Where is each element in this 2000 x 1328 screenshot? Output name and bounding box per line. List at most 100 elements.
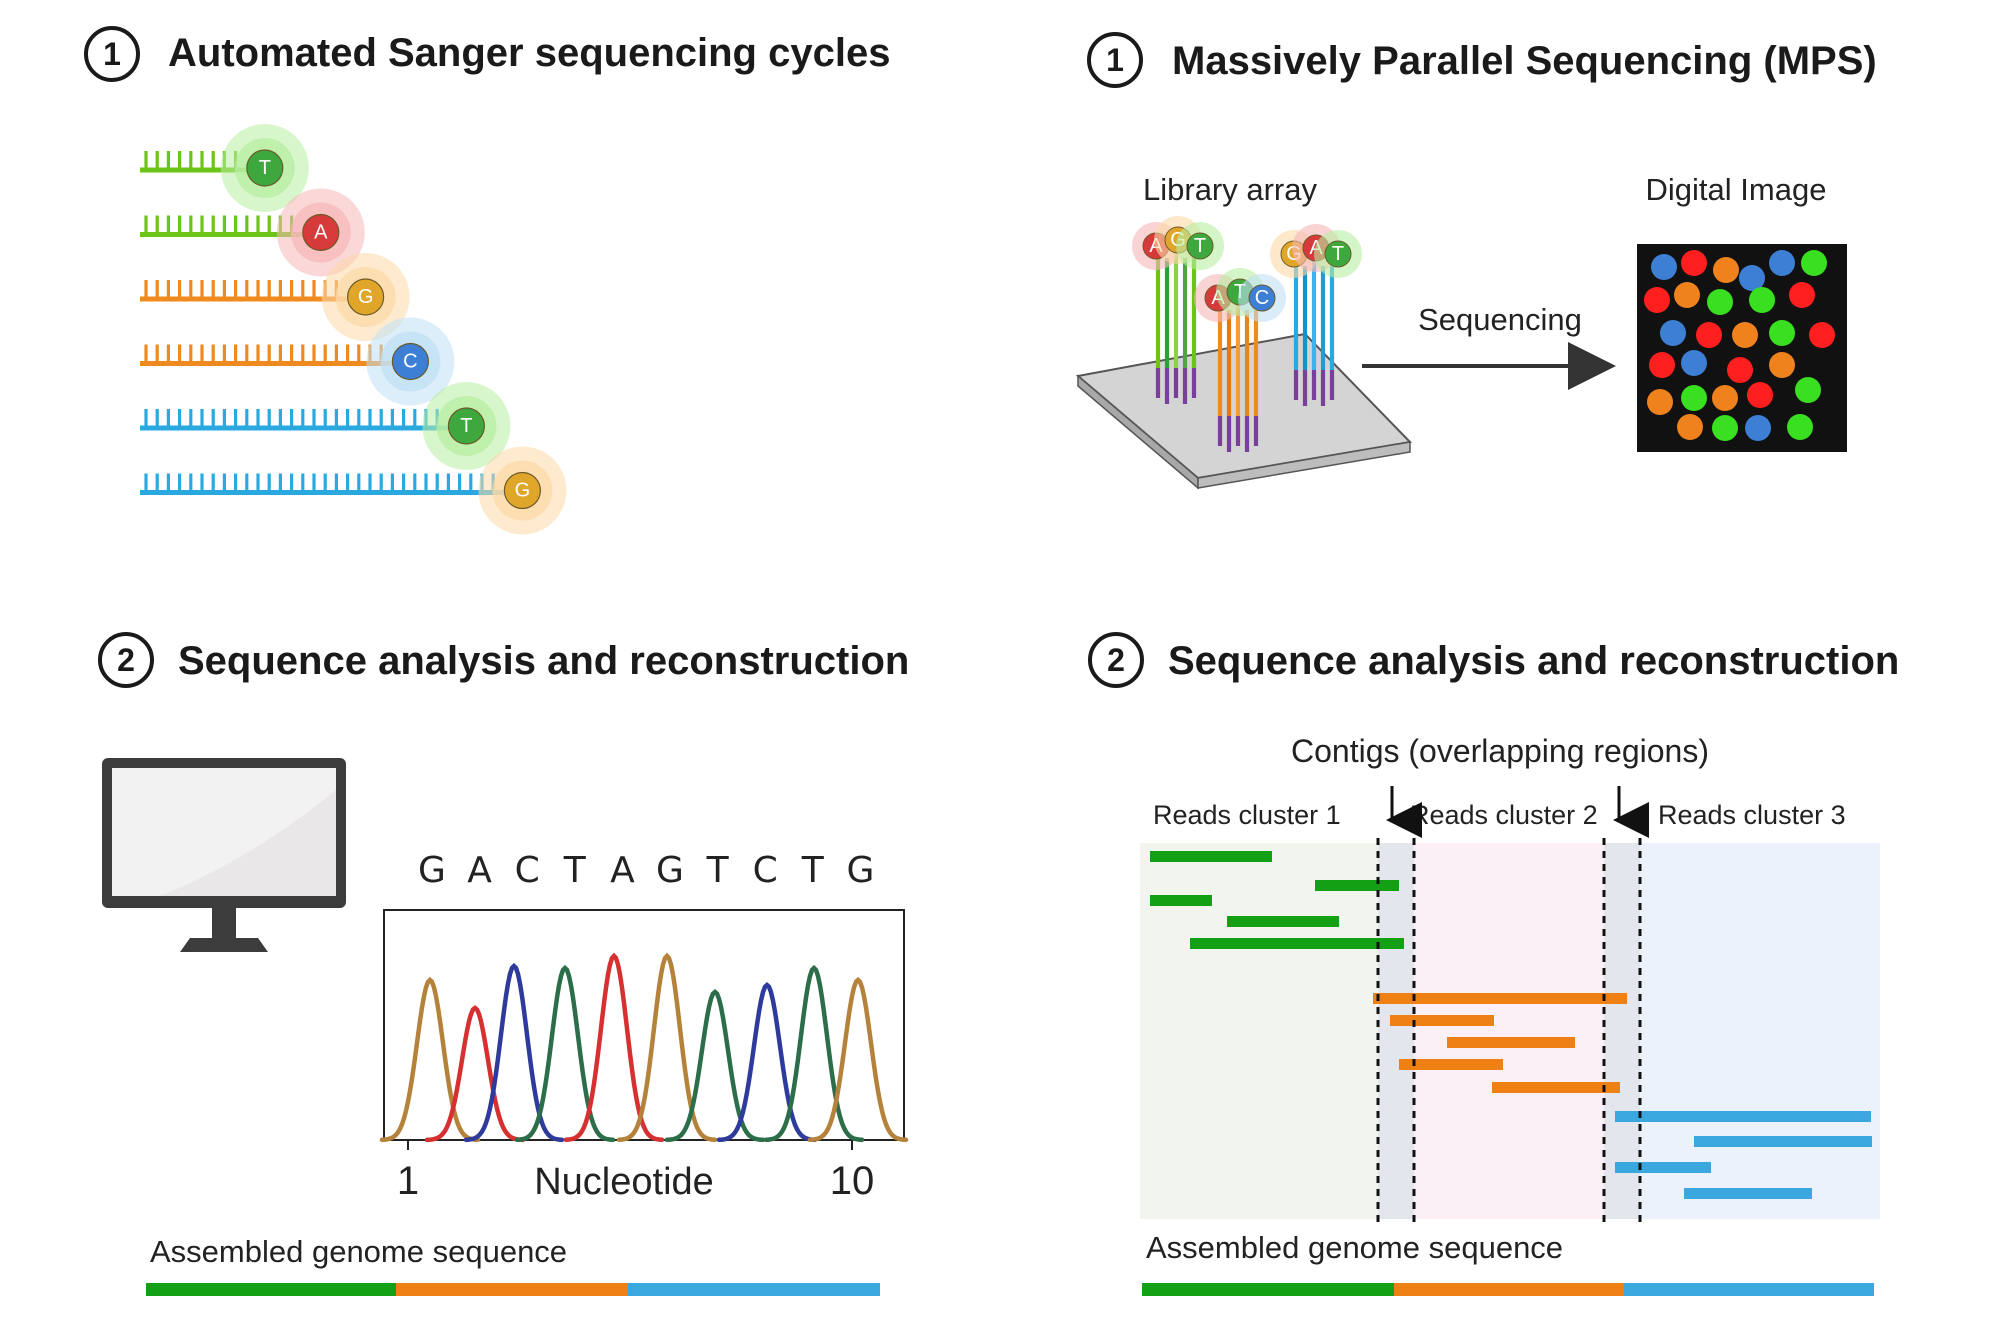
base-call: C xyxy=(753,850,778,891)
chromatogram-peak xyxy=(664,989,766,1143)
base-call: G xyxy=(656,850,684,891)
sequencing-label: Sequencing xyxy=(1418,302,1582,337)
labeled-nucleotide: T xyxy=(1176,222,1224,270)
chromatogram-peak xyxy=(716,981,818,1143)
step-number: 2 xyxy=(117,642,135,678)
cluster-2-label: Reads cluster 2 xyxy=(1410,800,1598,830)
digital-image-label: Digital Image xyxy=(1646,172,1827,207)
base-letter: T xyxy=(1194,235,1206,257)
fluorescent-spot xyxy=(1769,352,1795,378)
fluorescent-spot xyxy=(1789,282,1815,308)
chromatogram-peak xyxy=(563,952,665,1143)
fluorescent-spot xyxy=(1681,350,1707,376)
panel-title: Sequence analysis and reconstruction xyxy=(178,639,909,683)
fluorescent-spot xyxy=(1660,320,1686,346)
fluorescent-spot xyxy=(1649,352,1675,378)
base-letter: T xyxy=(259,157,271,179)
primer-strand: C xyxy=(140,317,455,406)
fluorescent-spot xyxy=(1809,322,1835,348)
fluorescent-spot xyxy=(1713,257,1739,283)
primer-strand: A xyxy=(140,188,365,277)
assembled-label: Assembled genome sequence xyxy=(150,1234,567,1269)
base-letter: C xyxy=(1255,287,1269,309)
step-number: 1 xyxy=(1106,42,1124,78)
fluorescent-spot xyxy=(1747,382,1773,408)
contigs-label: Contigs (overlapping regions) xyxy=(1291,733,1709,769)
reads-map xyxy=(1140,838,1880,1222)
fluorescent-spot xyxy=(1681,250,1707,276)
fluorescent-spot xyxy=(1795,377,1821,403)
axis-end: 10 xyxy=(830,1159,875,1203)
fluorescent-spot xyxy=(1696,322,1722,348)
chromatogram-peak xyxy=(379,976,481,1143)
chromatogram-peak xyxy=(763,964,865,1143)
fluorescent-spot xyxy=(1787,414,1813,440)
step-badge: 2 xyxy=(1088,632,1144,688)
axis-label: Nucleotide xyxy=(534,1161,714,1203)
fluorescent-spot xyxy=(1707,289,1733,315)
step-number: 1 xyxy=(103,36,121,72)
panel-title: Sequence analysis and reconstruction xyxy=(1168,639,1899,683)
fluorescent-spot xyxy=(1732,322,1758,348)
chromatogram-peak xyxy=(616,952,718,1143)
chromatogram-peak xyxy=(807,976,909,1143)
fluorescent-spot xyxy=(1727,357,1753,383)
cluster-1-label: Reads cluster 1 xyxy=(1153,800,1341,830)
chromatogram-peaks xyxy=(379,952,909,1143)
dna-cluster: ATC xyxy=(1194,268,1286,452)
step-badge: 1 xyxy=(1087,32,1143,88)
labeled-nucleotide: C xyxy=(1238,274,1286,322)
dna-cluster: AGT xyxy=(1132,216,1224,404)
step-badge: 2 xyxy=(98,632,154,688)
base-call: T xyxy=(801,850,825,891)
fluorescent-spot xyxy=(1712,415,1738,441)
panel-title: Automated Sanger sequencing cycles xyxy=(168,31,890,75)
chromatogram-peak xyxy=(514,964,616,1143)
library-array-label: Library array xyxy=(1143,172,1317,207)
fluorescent-spot xyxy=(1651,254,1677,280)
sanger-panel: 1 Automated Sanger sequencing cycles T A G… xyxy=(84,26,890,535)
labeled-nucleotide: A xyxy=(276,188,365,277)
primer-strand: T xyxy=(140,382,511,470)
assembled-sequence-bar xyxy=(1142,1283,1874,1296)
digital-image-dots xyxy=(1644,250,1835,441)
base-letter: A xyxy=(314,222,328,244)
dna-cluster: GAT xyxy=(1270,224,1362,406)
assembled-label: Assembled genome sequence xyxy=(1146,1230,1563,1265)
base-letter: T xyxy=(1332,243,1344,265)
base-call: C xyxy=(515,850,540,891)
labeled-nucleotide: T xyxy=(1314,230,1362,278)
base-letter: G xyxy=(515,480,531,502)
glass-slide xyxy=(1075,332,1413,490)
fluorescent-spot xyxy=(1681,385,1707,411)
labeled-nucleotide: G xyxy=(321,253,410,341)
fluorescent-spot xyxy=(1674,282,1700,308)
fluorescent-spot xyxy=(1801,250,1827,276)
fluorescent-spot xyxy=(1712,385,1738,411)
primer-strand: G xyxy=(140,253,410,341)
cluster-3-label: Reads cluster 3 xyxy=(1658,800,1846,830)
fluorescent-spot xyxy=(1647,389,1673,415)
axis-start: 1 xyxy=(397,1159,419,1203)
base-call: A xyxy=(610,850,635,891)
base-call: T xyxy=(706,850,730,891)
fluorescent-spot xyxy=(1644,287,1670,313)
base-call: G xyxy=(846,850,874,891)
dna-clusters: AGTATCGAT xyxy=(1132,216,1362,452)
panel-title: Massively Parallel Sequencing (MPS) xyxy=(1172,39,1877,83)
base-call: G xyxy=(418,850,446,891)
labeled-nucleotide: C xyxy=(366,317,455,406)
chromatogram-peak xyxy=(424,1005,526,1143)
mps-panel: 1 Massively Parallel Sequencing (MPS) Li… xyxy=(1075,32,1877,490)
assembled-sequence-bar xyxy=(146,1283,880,1296)
fluorescent-spot xyxy=(1745,415,1771,441)
step-number: 2 xyxy=(1107,642,1125,678)
base-call: A xyxy=(467,850,492,891)
fluorescent-spot xyxy=(1769,250,1795,276)
base-letter: G xyxy=(358,286,374,308)
sanger-analysis-panel: 2 Sequence analysis and reconstruction G… xyxy=(98,632,909,1296)
labeled-nucleotide: G xyxy=(478,446,567,535)
